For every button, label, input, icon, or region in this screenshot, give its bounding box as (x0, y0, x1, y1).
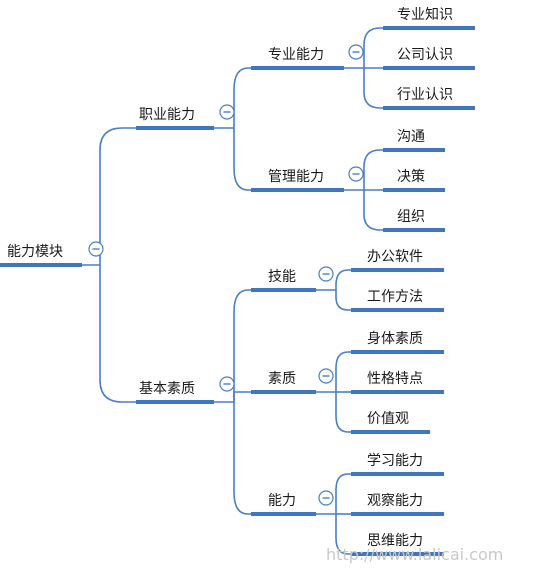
leaf-gongsi-renshi[interactable]: 公司认识 (397, 47, 453, 63)
collapse-toggle-suzhi[interactable] (318, 368, 334, 384)
watermark: http://www.lalicai.com (326, 545, 503, 564)
collapse-toggle-guanli[interactable] (348, 166, 364, 182)
leaf-guancha-nengli[interactable]: 观察能力 (367, 492, 423, 509)
leaf-jiazhiguan[interactable]: 价值观 (367, 411, 409, 427)
node-zhiye-nengli[interactable]: 职业能力 (139, 107, 195, 123)
leaf-shenti-suzhi[interactable]: 身体素质 (367, 331, 423, 347)
node-underlines (0, 26, 475, 556)
node-jineng[interactable]: 技能 (268, 269, 296, 285)
collapse-toggle-zhuanye[interactable] (348, 44, 364, 60)
collapse-toggle-root[interactable] (88, 241, 104, 257)
collapse-toggle-jineng[interactable] (318, 266, 334, 282)
node-labels: 能力模块 职业能力 基本素质 专业能力 管理能力 技能 素质 能力 专业知识 公… (7, 6, 453, 549)
node-suzhi[interactable]: 素质 (268, 371, 296, 387)
leaf-zuzhi[interactable]: 组织 (397, 209, 425, 225)
leaf-bangong-ruanjian[interactable]: 办公软件 (367, 249, 423, 265)
collapse-toggle-nengli[interactable] (318, 490, 334, 506)
node-zhuanye-nengli[interactable]: 专业能力 (268, 47, 324, 63)
leaf-juece[interactable]: 决策 (397, 168, 425, 185)
node-guanli-nengli[interactable]: 管理能力 (268, 169, 324, 185)
leaf-siwei-nengli[interactable]: 思维能力 (367, 533, 423, 549)
connector-lines (82, 27, 383, 555)
leaf-gongzuo-fangfa[interactable]: 工作方法 (367, 289, 423, 305)
leaf-hangye-renshi[interactable]: 行业认识 (397, 87, 453, 103)
leaf-zhuanye-zhishi[interactable]: 专业知识 (397, 6, 453, 23)
root-node[interactable]: 能力模块 (7, 244, 63, 260)
leaf-xuexi-nengli[interactable]: 学习能力 (367, 453, 423, 469)
node-jiben-suzhi[interactable]: 基本素质 (139, 380, 195, 397)
node-nengli[interactable]: 能力 (268, 493, 296, 509)
leaf-goutong[interactable]: 沟通 (397, 129, 425, 145)
collapse-toggle-jiben[interactable] (219, 376, 235, 392)
collapse-toggle-zhiye[interactable] (219, 104, 235, 120)
leaf-xingge-tedian[interactable]: 性格特点 (367, 371, 423, 387)
